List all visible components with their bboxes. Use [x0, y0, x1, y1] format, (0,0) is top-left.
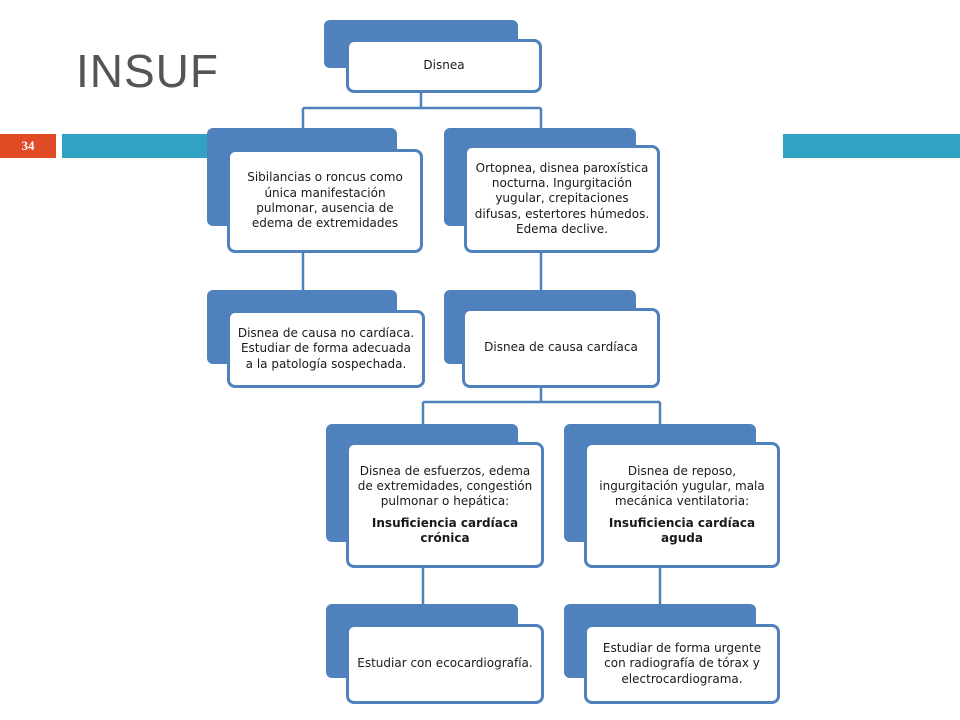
node-echo-text: Estudiar con ecocardiografía. [357, 656, 533, 671]
node-disnea-text: Disnea [423, 58, 465, 73]
node-urgent-text: Estudiar de forma urgente con radiografí… [602, 640, 762, 686]
connector-cardiac-split [421, 386, 662, 426]
node-acute-text: Disnea de reposo, ingurgitación yugular,… [599, 463, 765, 509]
header-bar-left [62, 134, 212, 158]
node-cardiac-text: Disnea de causa cardíaca [484, 340, 638, 355]
node-right-symptoms-text: Ortopnea, disnea paroxística nocturna. I… [474, 160, 650, 237]
node-left-symptoms-text: Sibilancias o roncus como única manifest… [247, 170, 403, 231]
node-acute-diagnosis: Insuficiencia cardíaca aguda [608, 515, 756, 546]
node-chronic-diagnosis: Insuficiencia cardíaca crónica [371, 515, 519, 546]
connector-disnea-split [301, 92, 543, 130]
slide-title: INSUF [76, 45, 219, 97]
page-number-badge: 34 [0, 134, 56, 158]
node-chronic-text: Disnea de esfuerzos, edema de extremidad… [357, 463, 533, 509]
header-bar-right [783, 134, 960, 158]
node-non-cardiac-text: Disnea de causa no cardíaca. Estudiar de… [237, 325, 415, 371]
